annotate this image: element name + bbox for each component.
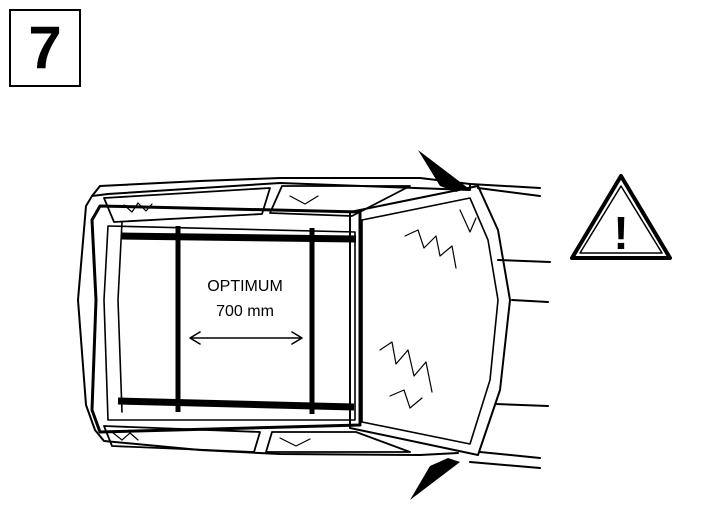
measurement-label: OPTIMUM [207, 278, 283, 295]
warning-glyph: ! [613, 207, 628, 259]
front-crossbar [121, 232, 357, 243]
step-number: 7 [28, 14, 62, 81]
measurement-arrow [189, 331, 303, 345]
step-number-box: 7 [9, 9, 81, 87]
windscreen [349, 185, 511, 456]
side-mirrors [410, 150, 468, 500]
roof-rack [117, 226, 357, 414]
top-mirror-icon [418, 150, 468, 192]
measurement-value: 700 mm [216, 303, 274, 320]
bonnet [469, 183, 551, 469]
bottom-mirror-icon [410, 458, 460, 500]
side-windows [103, 185, 411, 453]
rear-window [77, 177, 471, 456]
rear-crossbar [117, 397, 355, 411]
warning-triangle-icon: ! [570, 174, 672, 260]
